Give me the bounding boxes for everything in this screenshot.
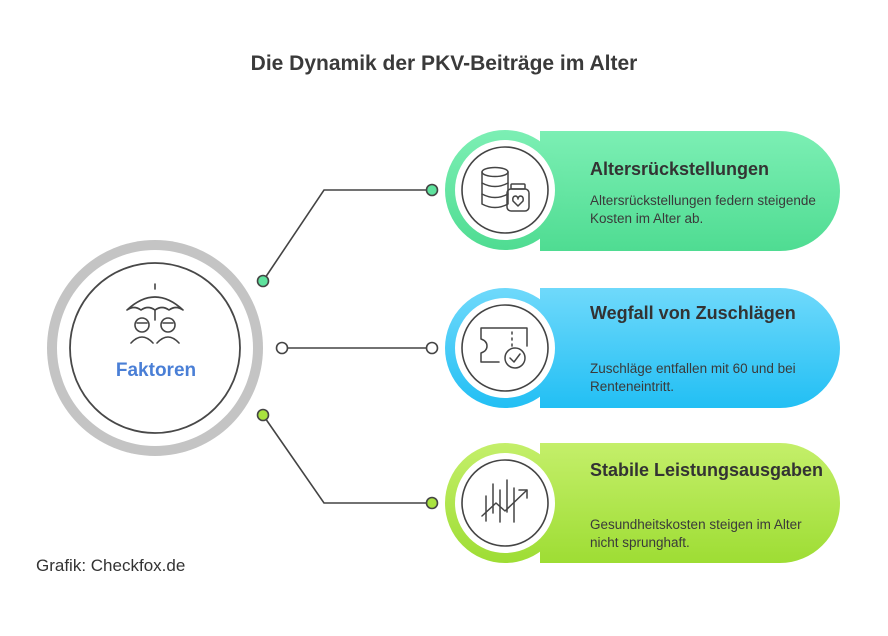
hub-node [47, 240, 263, 456]
stable-trend-icon [481, 479, 528, 523]
connector-dots [256, 183, 439, 510]
credit-text: Grafik: Checkfox.de [36, 556, 186, 575]
dot-hub-3 [256, 408, 270, 422]
page-title: Die Dynamik der PKV-Beiträge im Alter [250, 52, 638, 75]
hub-label: Faktoren [115, 360, 197, 381]
card-wegfall-von-zuschlaegen [445, 288, 840, 408]
connectors [262, 189, 430, 504]
ticket-check-icon [480, 327, 528, 369]
dot-card-1 [425, 183, 439, 197]
dot-hub-2 [275, 341, 289, 355]
card-3-description: Gesundheitskosten steigen im Alter nicht… [590, 517, 802, 550]
umbrella-people-icon [126, 283, 184, 344]
card-2-description: Zuschläge entfallen mit 60 und bei Rente… [590, 361, 796, 394]
card-altersrueckstellungen [445, 130, 840, 251]
card-1-description: Altersrückstellungen federn steigende Ko… [590, 193, 816, 226]
database-jar-heart-icon [481, 166, 530, 212]
dot-card-3 [425, 496, 439, 510]
card-3-title: Stabile Leistungsausgaben [590, 460, 824, 480]
connector-3 [262, 414, 430, 504]
card-1-title: Altersrückstellungen [590, 159, 770, 179]
dot-card-2 [425, 341, 439, 355]
dot-hub-1 [256, 274, 270, 288]
card-2-title: Wegfall von Zuschlägen [590, 303, 796, 323]
connector-1 [262, 189, 430, 282]
card-stabile-leistungsausgaben [445, 443, 840, 563]
